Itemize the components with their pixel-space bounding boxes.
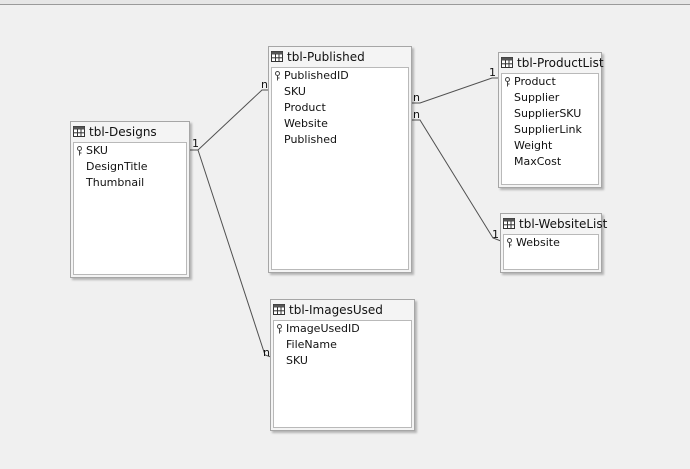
field-list[interactable]: PublishedID SKU Product Website Publishe…	[271, 67, 409, 270]
field-item[interactable]: SKU	[274, 353, 411, 369]
table-icon	[73, 126, 85, 137]
field-item[interactable]: Thumbnail	[74, 175, 186, 191]
field-item-key[interactable]: PublishedID	[272, 68, 408, 84]
field-name: Website	[284, 117, 328, 130]
field-list[interactable]: ImageUsedID FileName SKU	[273, 320, 412, 428]
field-name: Thumbnail	[86, 176, 145, 189]
field-item[interactable]: MaxCost	[502, 154, 598, 170]
field-name: Website	[516, 236, 560, 249]
field-item[interactable]: SupplierSKU	[502, 106, 598, 122]
field-item-key[interactable]: Product	[502, 74, 598, 90]
field-item[interactable]: Supplier	[502, 90, 598, 106]
table-card-published[interactable]: tbl-Published PublishedID SKU Product We…	[268, 46, 412, 273]
field-name: FileName	[286, 338, 337, 351]
key-icon	[77, 146, 82, 156]
key-icon	[507, 238, 512, 248]
key-icon	[505, 77, 510, 87]
field-item[interactable]: Product	[272, 100, 408, 116]
table-title: tbl-ProductList	[517, 55, 604, 70]
field-item-key[interactable]: SKU	[74, 143, 186, 159]
field-list[interactable]: Website	[503, 234, 599, 270]
table-header[interactable]: tbl-ProductList	[499, 53, 604, 72]
field-list[interactable]: SKU DesignTitle Thumbnail	[73, 142, 187, 275]
field-name: SKU	[284, 85, 306, 98]
table-title: tbl-Designs	[89, 124, 157, 139]
field-name: MaxCost	[514, 155, 562, 168]
table-header[interactable]: tbl-ImagesUsed	[271, 300, 414, 319]
field-name: SKU	[86, 144, 108, 157]
field-name: SupplierLink	[514, 123, 582, 136]
field-item[interactable]: DesignTitle	[74, 159, 186, 175]
table-header[interactable]: tbl-Designs	[71, 122, 189, 141]
table-icon	[503, 218, 515, 229]
window-top-border	[0, 0, 690, 5]
field-name: Supplier	[514, 91, 560, 104]
field-item[interactable]: Published	[272, 132, 408, 148]
key-icon	[275, 71, 280, 81]
field-item[interactable]: FileName	[274, 337, 411, 353]
table-title: tbl-WebsiteList	[519, 216, 608, 231]
field-name: SKU	[286, 354, 308, 367]
field-name: Weight	[514, 139, 553, 152]
field-name: PublishedID	[284, 69, 349, 82]
table-title: tbl-ImagesUsed	[289, 302, 383, 317]
field-name: Published	[284, 133, 337, 146]
table-card-imagesused[interactable]: tbl-ImagesUsed ImageUsedID FileName SKU	[270, 299, 415, 431]
table-header[interactable]: tbl-Published	[269, 47, 411, 66]
field-item[interactable]: SupplierLink	[502, 122, 598, 138]
field-name: SupplierSKU	[514, 107, 582, 120]
table-card-productlist[interactable]: tbl-ProductList Product Supplier Supplie…	[498, 52, 604, 188]
table-header[interactable]: tbl-WebsiteList	[501, 214, 607, 233]
field-item-key[interactable]: ImageUsedID	[274, 321, 411, 337]
field-name: Product	[284, 101, 326, 114]
field-item[interactable]: Weight	[502, 138, 598, 154]
table-card-websitelist[interactable]: tbl-WebsiteList Website	[500, 213, 607, 273]
field-name: DesignTitle	[86, 160, 148, 173]
table-card-designs[interactable]: tbl-Designs SKU DesignTitle Thumbnail	[70, 121, 190, 278]
table-icon	[273, 304, 285, 315]
field-list[interactable]: Product Supplier SupplierSKU SupplierLin…	[501, 73, 599, 185]
table-icon	[271, 51, 283, 62]
field-name: Product	[514, 75, 556, 88]
key-icon	[277, 324, 282, 334]
field-item[interactable]: Website	[272, 116, 408, 132]
field-item-key[interactable]: Website	[504, 235, 598, 251]
field-name: ImageUsedID	[286, 322, 360, 335]
table-title: tbl-Published	[287, 49, 365, 64]
table-icon	[501, 57, 513, 68]
field-item[interactable]: SKU	[272, 84, 408, 100]
